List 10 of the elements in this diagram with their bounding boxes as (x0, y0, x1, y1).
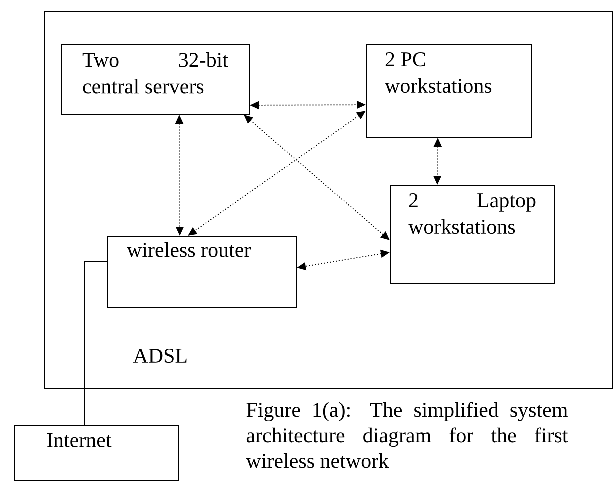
device-box: 2 PC workstations (366, 44, 532, 138)
connector-line (84, 262, 108, 426)
device-box: wireless router (107, 236, 297, 308)
network-frame (44, 11, 613, 389)
arrow (244, 115, 390, 240)
device-box: Internet (14, 425, 179, 481)
text-label: ADSL (133, 348, 187, 364)
figure-caption: Figure 1(a): The simplified system architecture diagram for the first wireless network (246, 402, 568, 468)
device-box: 2 Laptop workstations (390, 185, 555, 284)
device-box: Two 32-bit central servers (61, 44, 250, 115)
